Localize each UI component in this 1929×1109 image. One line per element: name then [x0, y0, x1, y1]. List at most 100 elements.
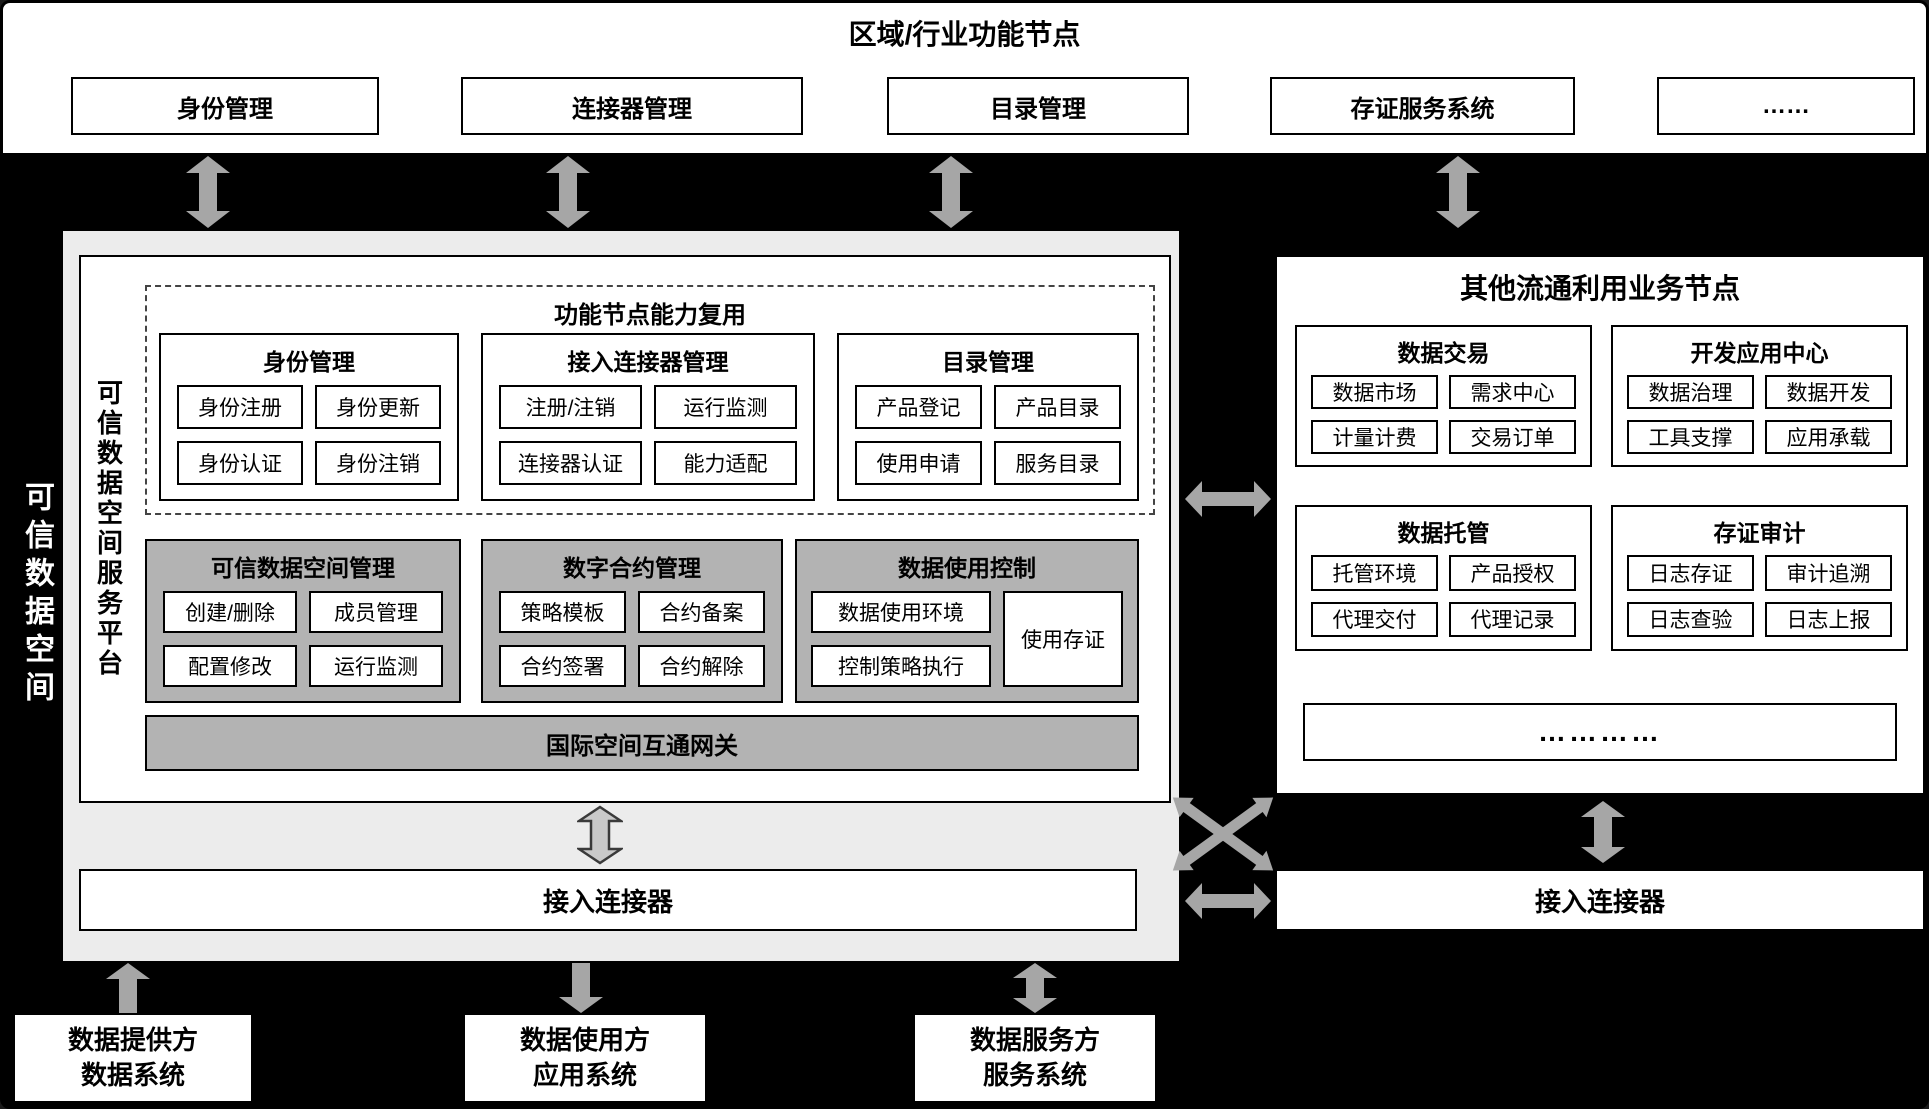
item: 策略模板: [499, 591, 626, 633]
group-title: 身份管理: [263, 349, 355, 375]
system-label-line1: 数据提供方: [67, 1024, 198, 1055]
top-node-catalog-management: 目录管理: [887, 77, 1189, 135]
item: 产品授权: [1449, 555, 1576, 591]
item: 配置修改: [163, 645, 297, 687]
item: 数据市场: [1311, 375, 1438, 409]
right-access-connector: 接入连接器: [1275, 869, 1925, 931]
other-node-ellipsis-box: …………: [1303, 703, 1897, 761]
item: 身份更新: [315, 385, 441, 429]
system-label-line2: 数据系统: [80, 1060, 185, 1090]
group-items: 数据治理 数据开发 工具支撑 应用承载: [1627, 375, 1892, 454]
item: 运行监测: [309, 645, 443, 687]
double-arrow-vertical-icon: [929, 156, 973, 228]
item: 数据开发: [1765, 375, 1892, 409]
item: 注册/注销: [499, 385, 642, 429]
item: 托管环境: [1311, 555, 1438, 591]
system-data-provider: 数据提供方 数据系统: [15, 1015, 251, 1101]
system-label-line1: 数据使用方: [519, 1024, 650, 1055]
group-dev-app-center: 开发应用中心 数据治理 数据开发 工具支撑 应用承载: [1611, 325, 1908, 467]
group-catalog-management: 目录管理 产品登记 产品目录 使用申请 服务目录: [837, 333, 1139, 501]
arrow-down-icon: [559, 963, 603, 1013]
top-node-connector-management: 连接器管理: [461, 77, 803, 135]
item: 使用申请: [855, 441, 982, 485]
group-digital-contract-management: 数字合约管理 策略模板 合约备案 合约签署 合约解除: [481, 539, 783, 703]
item: 工具支撑: [1627, 420, 1754, 454]
item: 产品登记: [855, 385, 982, 429]
item: 审计追溯: [1765, 555, 1892, 591]
group-items: 数据市场 需求中心 计量计费 交易订单: [1311, 375, 1576, 454]
group-items: 数据使用环境 使用存证 控制策略执行: [811, 591, 1123, 687]
double-arrow-horizontal-icon: [1185, 481, 1271, 517]
trusted-space-side-label: 可信数据空间: [20, 481, 53, 709]
item: 代理记录: [1449, 601, 1576, 637]
double-arrow-vertical-outlined-icon: [577, 805, 623, 865]
item: 交易订单: [1449, 420, 1576, 454]
item: 使用存证: [1003, 591, 1123, 687]
double-arrow-vertical-icon: [1013, 963, 1057, 1013]
international-gateway-bar: 国际空间互通网关: [145, 715, 1139, 771]
item: 身份注销: [315, 441, 441, 485]
system-label-line2: 应用系统: [532, 1060, 637, 1090]
group-title: 开发应用中心: [1690, 340, 1829, 366]
crossed-arrows-icon: [1172, 797, 1274, 871]
item: 合约备案: [638, 591, 765, 633]
group-data-trading: 数据交易 数据市场 需求中心 计量计费 交易订单: [1295, 325, 1592, 467]
double-arrow-vertical-icon: [186, 156, 230, 228]
group-title: 数据使用控制: [898, 555, 1036, 581]
group-items: 产品登记 产品目录 使用申请 服务目录: [855, 385, 1121, 485]
top-node-identity-management: 身份管理: [71, 77, 379, 135]
double-arrow-vertical-icon: [546, 156, 590, 228]
item: 计量计费: [1311, 420, 1438, 454]
group-trusted-space-management: 可信数据空间管理 创建/删除 成员管理 配置修改 运行监测: [145, 539, 461, 703]
item: 应用承载: [1765, 420, 1892, 454]
group-title: 存证审计: [1713, 520, 1806, 546]
group-items: 日志存证 审计追溯 日志查验 日志上报: [1627, 555, 1892, 637]
item: 需求中心: [1449, 375, 1576, 409]
group-items: 身份注册 身份更新 身份认证 身份注销: [177, 385, 441, 485]
group-evidence-audit: 存证审计 日志存证 审计追溯 日志查验 日志上报: [1611, 505, 1908, 651]
group-title: 数据托管: [1397, 520, 1490, 546]
item: 产品目录: [994, 385, 1121, 429]
group-items: 策略模板 合约备案 合约签署 合约解除: [499, 591, 765, 687]
group-data-hosting: 数据托管 托管环境 产品授权 代理交付 代理记录: [1295, 505, 1592, 651]
group-title: 数字合约管理: [563, 555, 701, 581]
system-label-line1: 数据服务方: [969, 1024, 1100, 1055]
item: 日志存证: [1627, 555, 1754, 591]
group-title: 目录管理: [942, 349, 1034, 375]
group-data-usage-control: 数据使用控制 数据使用环境 使用存证 控制策略执行: [795, 539, 1139, 703]
item: 数据治理: [1627, 375, 1754, 409]
group-identity-management: 身份管理 身份注册 身份更新 身份认证 身份注销: [159, 333, 459, 501]
system-label-line2: 服务系统: [982, 1060, 1087, 1090]
capability-reuse-dashed-box: [145, 285, 1155, 515]
top-node-more: ……: [1657, 77, 1915, 135]
arrow-up-icon: [106, 963, 150, 1013]
top-node-evidence-service-system: 存证服务系统: [1270, 77, 1575, 135]
double-arrow-vertical-icon: [1581, 801, 1625, 863]
top-strip-title: 区域/行业功能节点: [848, 19, 1081, 50]
double-arrow-vertical-icon: [1436, 156, 1480, 228]
group-title: 接入连接器管理: [567, 349, 729, 375]
group-items: 注册/注销 运行监测 连接器认证 能力适配: [499, 385, 797, 485]
item: 创建/删除: [163, 591, 297, 633]
system-data-consumer: 数据使用方 应用系统: [465, 1015, 705, 1101]
group-items: 创建/删除 成员管理 配置修改 运行监测: [163, 591, 443, 687]
item: 身份注册: [177, 385, 303, 429]
group-items: 托管环境 产品授权 代理交付 代理记录: [1311, 555, 1576, 637]
item: 控制策略执行: [811, 645, 991, 687]
group-title: 可信数据空间管理: [211, 555, 395, 581]
item: 服务目录: [994, 441, 1121, 485]
item: 成员管理: [309, 591, 443, 633]
group-access-connector-management: 接入连接器管理 注册/注销 运行监测 连接器认证 能力适配: [481, 333, 815, 501]
service-platform-side-label: 可信数据空间服务平台: [93, 379, 124, 679]
item: 数据使用环境: [811, 591, 991, 633]
item: 代理交付: [1311, 601, 1438, 637]
double-arrow-horizontal-icon: [1185, 883, 1271, 919]
item: 连接器认证: [499, 441, 642, 485]
item: 能力适配: [654, 441, 797, 485]
item: 身份认证: [177, 441, 303, 485]
item: 日志上报: [1765, 601, 1892, 637]
item: 合约解除: [638, 645, 765, 687]
group-title: 数据交易: [1397, 340, 1490, 366]
item: 运行监测: [654, 385, 797, 429]
